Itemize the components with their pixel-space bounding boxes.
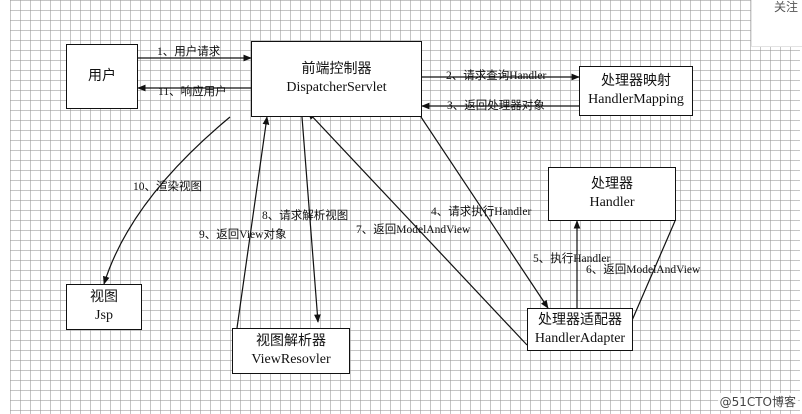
label-step1: 1、用户请求 — [157, 46, 221, 58]
box-dispatcher-subtitle: DispatcherServlet — [286, 80, 387, 95]
box-handler-mapping: 处理器映射 HandlerMapping — [579, 66, 693, 116]
label-step9: 9、返回View对象 — [199, 229, 287, 241]
box-resolver-subtitle: ViewResovler — [251, 352, 331, 367]
box-dispatcher-title: 前端控制器 — [301, 62, 372, 77]
box-handler-title: 处理器 — [591, 177, 633, 192]
box-handler-subtitle: Handler — [589, 195, 635, 210]
box-resolver-title: 视图解析器 — [256, 334, 326, 349]
arrow-step10 — [103, 116, 231, 285]
label-step7: 7、返回ModelAndView — [356, 224, 471, 236]
follow-label[interactable]: 关注 — [774, 0, 799, 14]
arrow-step6 — [626, 220, 676, 333]
box-adapter-subtitle: HandlerAdapter — [534, 330, 626, 346]
arrow-step8 — [301, 116, 321, 323]
box-handler: 处理器 Handler — [548, 167, 676, 221]
side-panel[interactable]: 关注 — [751, 0, 802, 47]
box-adapter-title: 处理器适配器 — [538, 312, 622, 328]
arrow-step9 — [236, 116, 270, 329]
box-mapping-subtitle: HandlerMapping — [588, 92, 684, 107]
box-view-subtitle: Jsp — [95, 308, 113, 323]
box-mapping-title: 处理器映射 — [601, 74, 671, 89]
label-step6: 6、返回ModelAndView — [586, 264, 701, 276]
label-step10: 10、渲染视图 — [133, 181, 202, 193]
box-view-resolver: 视图解析器 ViewResovler — [232, 328, 350, 374]
arrow-step4 — [420, 116, 549, 309]
label-step11: 11、响应用户 — [158, 86, 227, 98]
label-step8: 8、请求解析视图 — [262, 210, 349, 222]
box-view-title: 视图 — [90, 290, 118, 305]
box-user-title: 用户 — [88, 68, 116, 84]
arrow-step7 — [307, 111, 528, 346]
label-step3: 3、返回处理器对象 — [447, 100, 545, 112]
label-step5: 5、执行Handler — [533, 253, 611, 265]
watermark: @51CTO博客 — [717, 393, 798, 410]
box-user: 用户 — [66, 44, 138, 109]
box-handler-adapter: 处理器适配器 HandlerAdapter — [527, 308, 633, 351]
label-step4: 4、请求执行Handler — [431, 206, 532, 218]
label-step2: 2、请求查询Handler — [446, 70, 547, 82]
box-view: 视图 Jsp — [66, 284, 142, 330]
box-dispatcher: 前端控制器 DispatcherServlet — [251, 41, 422, 117]
